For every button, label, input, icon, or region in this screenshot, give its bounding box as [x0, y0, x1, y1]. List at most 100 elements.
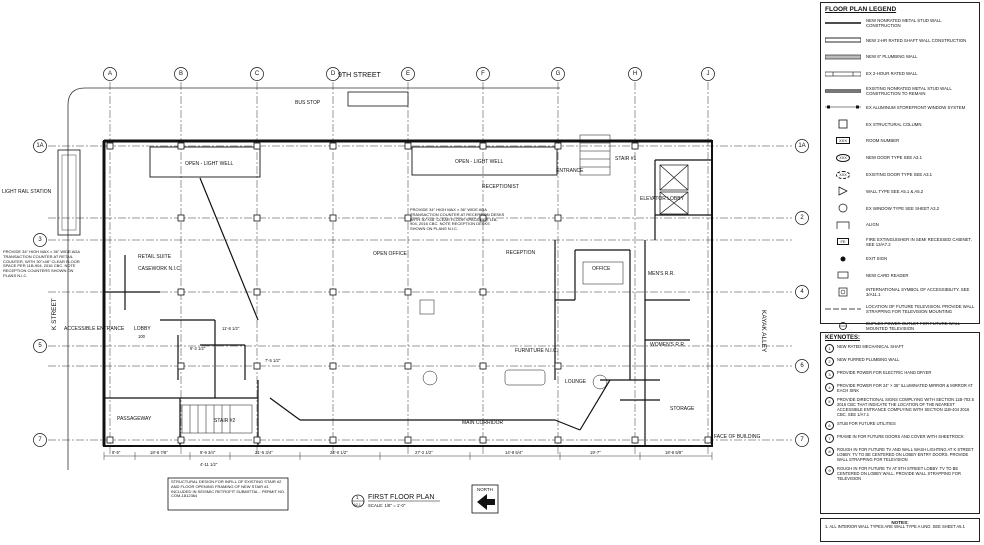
note-item: 1. ALL INTERIOR WALL TYPES ARE WALL TYPE…: [825, 524, 965, 529]
plumbing-wall-symbol: [825, 54, 861, 60]
new-stud-wall-symbol: [825, 22, 861, 25]
align-icon: [836, 221, 850, 229]
notes-panel: NOTES: 1. ALL INTERIOR WALL TYPES ARE WA…: [820, 518, 980, 542]
grid-col-f: F: [481, 71, 485, 77]
stair-2-label: STAIR #2: [214, 418, 236, 424]
duplex-outlet-icon: [839, 321, 847, 330]
accessible-entrance-label: ACCESSIBLE ENTRANCE: [64, 326, 125, 332]
dim-12: 7'-5 1/2": [265, 358, 281, 363]
stair-2: [181, 404, 253, 434]
reception-label: RECEPTION: [506, 250, 536, 256]
stair-1: [579, 134, 611, 176]
dim-11: 9'-2 1/2": [190, 346, 206, 351]
structural-callout: STRUCTURAL DESIGN FOR INFILL OF EXISTING…: [171, 480, 285, 498]
grid-col-g: G: [556, 71, 561, 77]
legend-item: XXX EXISTING DOOR TYPE SEE A3.1: [821, 166, 979, 183]
two-hour-wall-symbol: [825, 71, 861, 77]
fire-extinguisher-icon: FE: [837, 238, 849, 246]
main-corridor-label: MAIN CORRIDOR: [462, 420, 504, 426]
drawing-scale: SCALE: 1/8" = 1'-0": [368, 503, 406, 508]
passageway-label: PASSAGEWAY: [117, 416, 152, 422]
keynotes-title: KEYNOTES:: [825, 335, 861, 341]
legend-item: EX ALUMINUM STOREFRONT WINDOW SYSTEM: [821, 99, 979, 116]
dim-1: 8'-9": [112, 450, 121, 455]
stair-1-label: STAIR #1: [615, 156, 637, 162]
north-label: NORTH: [477, 487, 493, 492]
legend-item: EX STRUCTURAL COLUMN: [821, 116, 979, 133]
grid-row-7: 7: [38, 437, 42, 443]
receptionist-label: RECEPTIONIST: [482, 184, 519, 190]
legend-item: FE FIRE EXTINGUISHER IN SEMI RECESSED CA…: [821, 233, 979, 250]
building-walls: [102, 139, 713, 447]
legend-item: EX 2-HOUR RATED WALL: [821, 65, 979, 82]
ada-counter-callout-left: PROVIDE 34" HIGH MAX × 36" WIDE ADA TRAN…: [3, 250, 80, 278]
face-of-building-label: FACE OF BUILDING: [714, 434, 761, 440]
grid-row-5: 5: [38, 343, 42, 349]
shaft-wall-symbol: [825, 37, 861, 43]
street-label-west: K STREET: [51, 298, 58, 330]
existing-wall-symbol: [825, 88, 861, 93]
street-label-north: 9TH STREET: [338, 72, 382, 79]
window-type-icon: [838, 203, 848, 213]
existing-door-icon: XXX: [836, 170, 850, 179]
light-rail-label: LIGHT RAIL STATION: [2, 189, 52, 195]
furniture: [419, 261, 624, 390]
grid-row-bubbles: [33, 139, 809, 447]
dim-4: 21'-5 3/4": [255, 450, 273, 455]
furniture-label: FURNITURE N.I.C.: [515, 348, 558, 354]
storage-label: STORAGE: [670, 406, 695, 412]
elevator-lobby-label: ELEVATOR LOBBY: [640, 196, 685, 202]
north-arrow-icon: [477, 494, 495, 510]
exit-sign-icon: [840, 256, 846, 262]
legend-title: FLOOR PLAN LEGEND: [825, 6, 897, 13]
dim-9: 18'-8 5/8": [665, 450, 683, 455]
casework-label: CASEWORK N.I.C.: [138, 266, 181, 272]
ada-counter-callout-center: PROVIDE 34" HIGH MAX × 36" WIDE ADA TRAN…: [410, 208, 504, 231]
grid-column-bubbles: [103, 67, 715, 81]
grid-row-7-right: 7: [800, 437, 804, 443]
drawing-number: 1: [356, 495, 359, 500]
new-door-icon: XXX: [836, 153, 850, 162]
grid-col-d: D: [331, 71, 336, 77]
interior-walls: [104, 159, 712, 446]
light-rail-platform: [57, 149, 81, 236]
notes-title: NOTES:: [891, 520, 909, 525]
lobby-number: 100: [138, 334, 146, 339]
entrance-label: ENTRANCE: [556, 168, 584, 174]
light-well-label-1: OPEN - LIGHT WELL: [185, 161, 233, 167]
legend-item: NEW 2-HR RATED SHAFT WALL CONSTRUCTION: [821, 32, 979, 49]
mens-rr-label: MEN'S R.R.: [648, 271, 675, 277]
open-office-label: OPEN OFFICE: [373, 251, 408, 257]
grid-row-6-right: 6: [800, 363, 804, 369]
dim-5: 24'-0 1/2": [330, 450, 348, 455]
legend-item: NEW 6" PLUMBING WALL: [821, 49, 979, 66]
legend-item: NEW CARD READER: [821, 267, 979, 284]
legend-item: DUPLEX POWER OUTLET FOR FUTURE WALL MOUN…: [821, 317, 979, 334]
legend-item: INTERNATIONAL SYMBOL OF ACCESSIBILITY. S…: [821, 284, 979, 301]
grid-row-1a: 1A: [36, 143, 43, 149]
drawing-sheet: A2.1: [354, 503, 361, 507]
structural-columns: [106, 142, 712, 444]
lounge-label: LOUNGE: [565, 379, 587, 385]
dim-2: 18'-6 7/8": [150, 450, 168, 455]
legend-item: XXX NEW DOOR TYPE SEE A3.1: [821, 149, 979, 166]
elevator: [659, 164, 689, 215]
womens-rr-label: WOMEN'S R.R.: [650, 342, 685, 348]
dim-13: 11'-8 1/2": [222, 326, 240, 331]
legend-item: EXIT SIGN: [821, 250, 979, 267]
dim-3: 8'-9 3/4": [200, 450, 216, 455]
dim-6: 27'-2 1/2": [415, 450, 433, 455]
legend-item: XXX ROOM NUMBER: [821, 133, 979, 150]
floor-plan-drawing: A B C D E F G H J 1A 3 5 7 1A 2 4 6 7 OP…: [2, 67, 809, 514]
bus-stop-shelter: [347, 91, 409, 107]
room-number-icon: XXX: [835, 137, 850, 145]
grid-col-e: E: [406, 71, 410, 77]
